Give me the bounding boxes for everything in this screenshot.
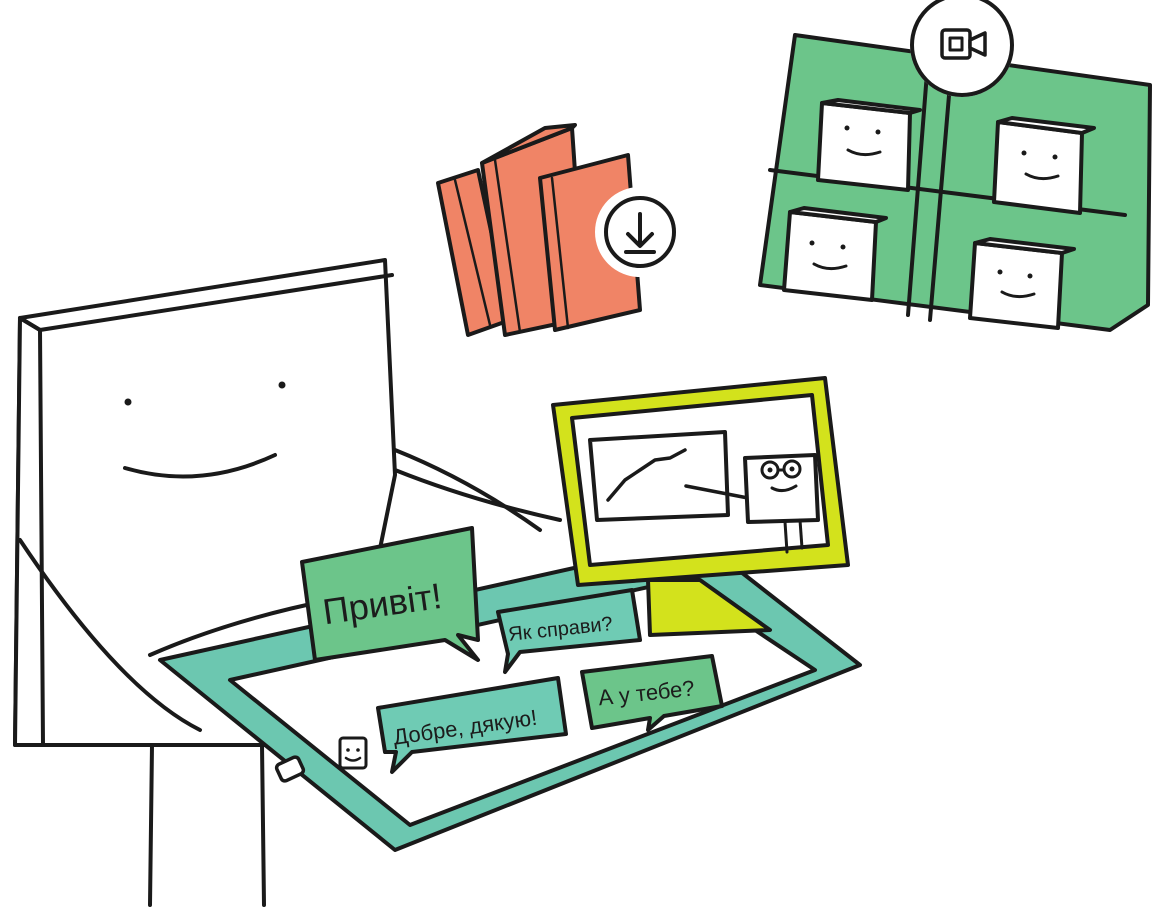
video-call-grid (758, 0, 1152, 332)
smiley-icon (338, 736, 368, 770)
tablet-home-button (274, 755, 306, 783)
teacher-figure (743, 453, 820, 554)
video-camera-icon (910, 0, 1014, 97)
presentation-chart-line (606, 448, 687, 502)
presentation-chart-frame (588, 430, 730, 522)
chat-bubble-how-are-you: Як справи? (496, 588, 642, 674)
monitor (551, 376, 850, 637)
character-eye-right (278, 381, 286, 389)
download-icon (595, 187, 685, 277)
character-eye-left (124, 398, 132, 406)
participant-tile-4 (968, 237, 1076, 330)
character (13, 258, 542, 907)
participant-tile-2 (992, 116, 1096, 215)
character-mouth (123, 453, 277, 479)
participant-tile-3 (782, 206, 888, 302)
chat-bubble-fine-thanks: Добре, дякую! (376, 676, 568, 774)
participant-tile-1 (816, 98, 922, 192)
chat-bubble-greeting: Привіт! (300, 526, 480, 662)
books-download (436, 123, 685, 337)
chat-bubble-and-you: А у тебе? (580, 654, 724, 732)
